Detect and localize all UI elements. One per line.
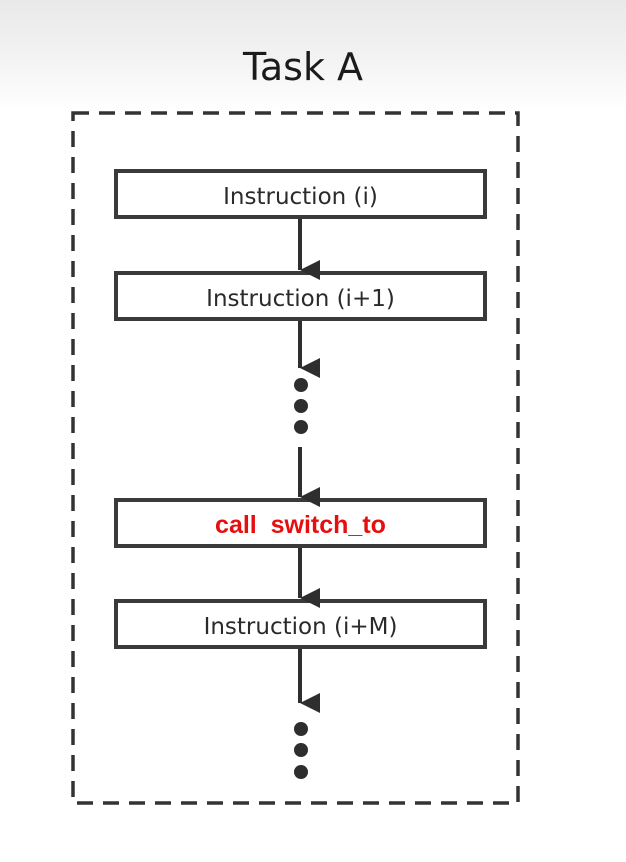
ellipsis-dot — [294, 399, 308, 413]
ellipsis-dot — [294, 378, 308, 392]
ellipsis-dot — [294, 722, 308, 736]
instruction-box-2: Instruction (i+1) — [114, 271, 487, 321]
task-container — [71, 111, 520, 805]
instruction-label-2: Instruction (i+1) — [206, 286, 395, 312]
diagram-title: Task A — [242, 45, 364, 89]
instruction-box-4: Instruction (i+M) — [114, 599, 487, 649]
ellipsis-dot — [294, 420, 308, 434]
ellipsis-dots-1 — [294, 378, 308, 434]
ellipsis-dot — [294, 743, 308, 757]
instruction-box-1: Instruction (i) — [114, 169, 487, 219]
instruction-label-4: Instruction (i+M) — [204, 614, 398, 640]
ellipsis-dot — [294, 765, 308, 779]
instruction-label-1: Instruction (i) — [223, 184, 378, 210]
switch-to-label: call switch_to — [215, 511, 386, 539]
switch-to-box: call switch_to — [114, 498, 487, 548]
ellipsis-dots-2 — [294, 722, 308, 779]
